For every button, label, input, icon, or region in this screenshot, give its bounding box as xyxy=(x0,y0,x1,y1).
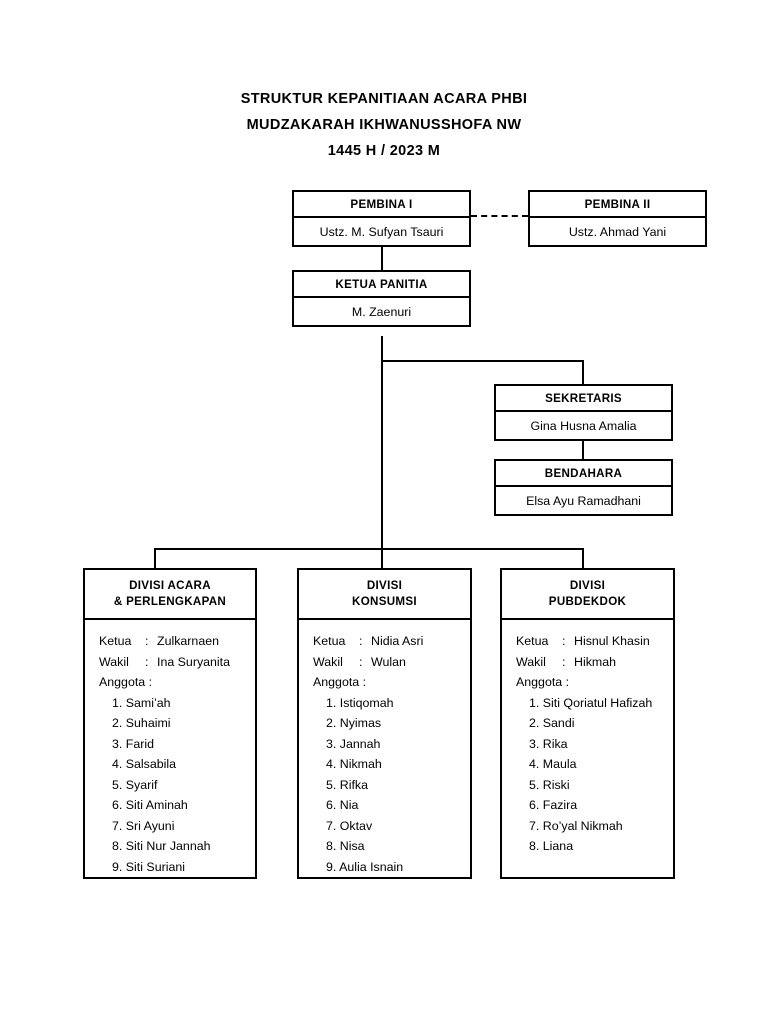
list-item: 7. Oktav xyxy=(326,818,373,833)
list-item: 7. Ro’yal Nikmah xyxy=(529,818,623,833)
division-ketua-row: Ketua : Nidia Asri xyxy=(299,631,470,652)
division-title-line-1: DIVISI xyxy=(569,579,606,592)
division-title-line-2: KONSUMSI xyxy=(352,595,417,608)
division-ketua-label: Ketua xyxy=(516,634,549,648)
list-item: 5. Riski xyxy=(529,777,570,792)
division-wakil-row: Wakil : Wulan xyxy=(299,652,470,673)
list-item: 8. Siti Nur Jannah xyxy=(112,839,211,853)
division-anggota-label: Anggota : xyxy=(313,675,367,689)
node-ketua-panitia-name: M. Zaenuri xyxy=(351,304,412,319)
division-wakil-value: Hikmah xyxy=(574,654,616,669)
division-wakil-label: Wakil xyxy=(99,654,129,669)
division-title-line-2: & PERLENGKAPAN xyxy=(113,595,227,608)
division-wakil-row: Wakil : Hikmah xyxy=(502,652,673,673)
node-bendahara-name: Elsa Ayu Ramadhani xyxy=(526,493,641,508)
list-item: 3. Jannah xyxy=(326,736,381,751)
division-title-line-1: DIVISI xyxy=(366,579,403,592)
division-wakil-colon: : xyxy=(145,654,149,669)
division-ketua-colon: : xyxy=(359,634,363,648)
connector-drop-divisi-konsumsi xyxy=(380,548,383,568)
division-pubdekdok-title: DIVISI PUBDEKDOK xyxy=(502,570,673,620)
node-sekretaris[interactable]: SEKRETARIS Gina Husna Amalia xyxy=(494,384,673,441)
division-konsumsi[interactable]: DIVISI KONSUMSI Ketua : Nidia Asri Wakil… xyxy=(297,568,472,879)
connector-drop-divisi-acara xyxy=(154,548,157,568)
division-wakil-row: Wakil : Ina Suryanita xyxy=(85,652,255,673)
division-wakil-colon: : xyxy=(562,654,566,669)
list-item: 1. Siti Qoriatul Hafizah xyxy=(529,695,653,710)
list-item: 6. Fazira xyxy=(529,798,578,812)
division-wakil-colon: : xyxy=(359,654,363,669)
division-wakil-value: Ina Suryanita xyxy=(157,654,231,669)
list-item: 1. Sami’ah xyxy=(112,695,171,710)
node-pembina-2[interactable]: PEMBINA II Ustz. Ahmad Yani xyxy=(528,190,707,247)
connector-division-bus xyxy=(154,548,584,551)
list-item: 3. Rika xyxy=(529,736,568,751)
division-ketua-value: Zulkarnaen xyxy=(157,634,219,648)
division-ketua-value: Hisnul Khasin xyxy=(574,634,650,648)
list-item: 2. Nyimas xyxy=(326,716,382,730)
division-ketua-label: Ketua xyxy=(99,634,132,648)
list-item: 5. Syarif xyxy=(112,777,158,792)
division-wakil-label: Wakil xyxy=(313,654,343,669)
division-acara-perlengkapan-body: Ketua : Zulkarnaen Wakil : Ina Suryanita… xyxy=(85,620,255,877)
list-item: 7. Sri Ayuni xyxy=(112,818,175,833)
division-anggota-label: Anggota : xyxy=(99,675,153,689)
division-title-line-1: DIVISI ACARA xyxy=(129,579,211,592)
division-ketua-row: Ketua : Zulkarnaen xyxy=(85,631,255,652)
connector-pembina1-ketua xyxy=(380,246,383,270)
node-ketua-panitia[interactable]: KETUA PANITIA M. Zaenuri xyxy=(292,270,471,327)
list-item: 6. Siti Aminah xyxy=(112,798,188,812)
division-ketua-colon: : xyxy=(145,634,149,648)
node-pembina-2-name: Ustz. Ahmad Yani xyxy=(568,224,667,239)
list-item: 4. Maula xyxy=(529,757,577,771)
connector-trunk-to-sekretaris-horizontal xyxy=(380,360,584,363)
node-pembina-1[interactable]: PEMBINA I Ustz. M. Sufyan Tsauri xyxy=(292,190,471,247)
division-acara-perlengkapan-title: DIVISI ACARA & PERLENGKAPAN xyxy=(85,570,255,620)
title-line-1: STRUKTUR KEPANITIAAN ACARA PHBI xyxy=(240,91,528,107)
list-item: 8. Nisa xyxy=(326,839,365,853)
node-sekretaris-role: SEKRETARIS xyxy=(496,386,671,412)
list-item: 2. Sandi xyxy=(529,716,575,730)
list-item: 4. Nikmah xyxy=(326,757,382,771)
node-bendahara-role: BENDAHARA xyxy=(496,461,671,487)
division-wakil-label: Wakil xyxy=(516,654,546,669)
division-ketua-colon: : xyxy=(562,634,566,648)
division-ketua-value: Nidia Asri xyxy=(371,634,424,648)
list-item: 8. Liana xyxy=(529,839,574,853)
connector-pembina1-pembina2 xyxy=(471,215,528,217)
division-title-line-2: PUBDEKDOK xyxy=(548,595,627,608)
list-item: 3. Farid xyxy=(112,736,155,751)
node-pembina-1-role: PEMBINA I xyxy=(294,192,469,218)
list-item: 2. Suhaimi xyxy=(112,716,171,730)
list-item: 4. Salsabila xyxy=(112,757,177,771)
title-line-2: MUDZAKARAH IKHWANUSSHOFA NW xyxy=(246,117,522,133)
list-item: 6. Nia xyxy=(326,798,359,812)
node-pembina-1-name: Ustz. M. Sufyan Tsauri xyxy=(319,224,444,239)
node-bendahara[interactable]: BENDAHARA Elsa Ayu Ramadhani xyxy=(494,459,673,516)
node-sekretaris-name: Gina Husna Amalia xyxy=(530,418,637,433)
list-item: 5. Rifka xyxy=(326,777,369,792)
title-line-3: 1445 H / 2023 M xyxy=(327,143,441,159)
division-acara-perlengkapan[interactable]: DIVISI ACARA & PERLENGKAPAN Ketua : Zulk… xyxy=(83,568,257,879)
list-item: 1. Istiqomah xyxy=(326,695,394,710)
list-item: 9. Siti Suriani xyxy=(112,859,186,874)
connector-trunk-main xyxy=(380,336,383,550)
division-konsumsi-body: Ketua : Nidia Asri Wakil : Wulan Anggota… xyxy=(299,620,470,877)
division-ketua-row: Ketua : Hisnul Khasin xyxy=(502,631,673,652)
division-konsumsi-title: DIVISI KONSUMSI xyxy=(299,570,470,620)
division-pubdekdok-body: Ketua : Hisnul Khasin Wakil : Hikmah Ang… xyxy=(502,620,673,857)
connector-drop-divisi-pubdekdok xyxy=(581,548,584,568)
node-ketua-panitia-role: KETUA PANITIA xyxy=(294,272,469,298)
division-ketua-label: Ketua xyxy=(313,634,346,648)
list-item: 9. Aulia Isnain xyxy=(326,859,404,874)
division-wakil-value: Wulan xyxy=(371,654,406,669)
division-pubdekdok[interactable]: DIVISI PUBDEKDOK Ketua : Hisnul Khasin W… xyxy=(500,568,675,879)
node-pembina-2-role: PEMBINA II xyxy=(530,192,705,218)
connector-sekretaris-bendahara xyxy=(581,441,584,459)
chart-title-block: STRUKTUR KEPANITIAAN ACARA PHBI MUDZAKAR… xyxy=(0,86,768,164)
division-anggota-label: Anggota : xyxy=(516,675,570,689)
connector-trunk-to-sekretaris-vertical xyxy=(581,360,584,384)
